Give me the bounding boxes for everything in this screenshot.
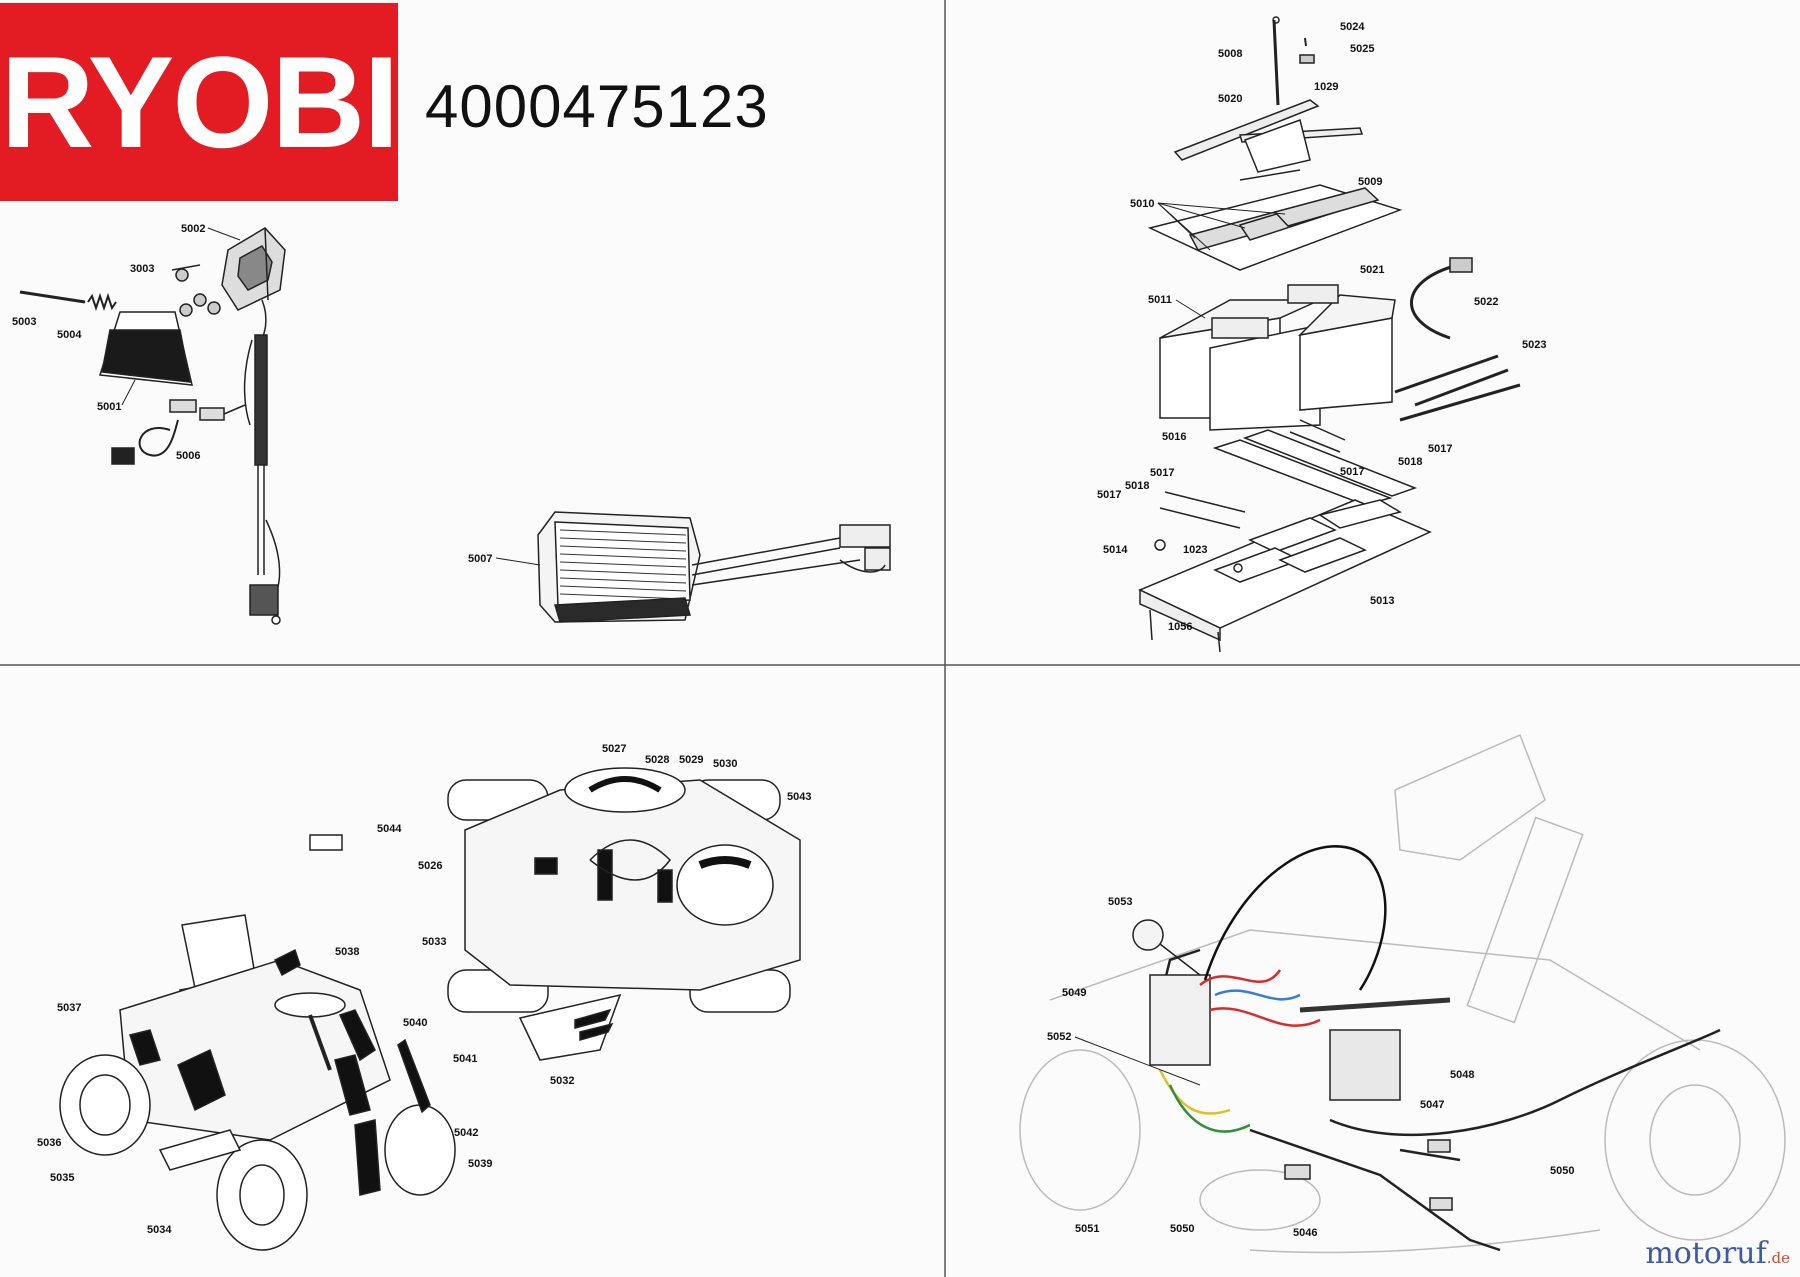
label-5038: 5038 [335,946,359,958]
label-5026: 5026 [418,860,442,872]
wiring-harness [1132,845,1721,1252]
label-5004: 5004 [57,329,82,341]
label-5050b: 5050 [1170,1223,1194,1235]
label-5021: 5021 [1360,264,1384,276]
decal-5044 [309,834,343,851]
label-5014: 5014 [1103,544,1128,556]
label-3003: 3003 [130,263,154,275]
label-5017a: 5017 [1428,443,1452,455]
panel-top-right [1138,16,1521,653]
ryobi-logo: RYOBI [0,3,400,201]
label-5028: 5028 [645,754,669,766]
handle-tube [243,334,281,625]
label-5037: 5037 [57,1002,81,1014]
label-5051: 5051 [1075,1223,1099,1235]
label-5022: 5022 [1474,296,1498,308]
label-5007: 5007 [468,553,492,565]
label-5017d: 5017 [1097,489,1121,501]
battery-charger-5007 [537,511,891,623]
label-5034: 5034 [147,1224,172,1236]
labels-top-right: 5024 5008 5025 1029 5020 5009 5010 5021 … [1097,21,1546,633]
label-5047: 5047 [1420,1099,1444,1111]
panel-bottom-left [59,767,801,1251]
label-1029: 1029 [1314,81,1338,93]
label-5006: 5006 [176,450,200,462]
battery-top-covers [1147,184,1403,271]
label-5044: 5044 [377,823,402,835]
label-5017c: 5017 [1150,467,1174,479]
battery-blocks [1159,284,1396,431]
label-1056: 1056 [1168,621,1192,633]
label-5025: 5025 [1350,43,1374,55]
label-5023: 5023 [1522,339,1546,351]
label-5013: 5013 [1370,595,1394,607]
label-5041: 5041 [453,1053,477,1065]
label-5011: 5011 [1148,294,1172,306]
labels-bottom-left: 5027 5028 5029 5030 5043 5044 5026 5033 … [37,743,811,1236]
label-5032: 5032 [550,1075,574,1087]
switch-housing [221,227,286,346]
watermark: motoruf.de [1645,1236,1790,1271]
screws-3003 [171,264,221,317]
label-5017b: 5017 [1340,466,1364,478]
labels-bottom-right: 5053 5049 5052 5048 5047 5050 5051 5050 … [1047,896,1574,1239]
label-5009: 5009 [1358,176,1382,188]
label-5010: 5010 [1130,198,1154,210]
hold-down-bracket [1173,99,1364,181]
label-5016: 5016 [1162,431,1186,443]
label-5048: 5048 [1450,1069,1474,1081]
labels-top-left: 5002 3003 5003 5004 5001 5006 5007 [12,223,541,566]
label-5049: 5049 [1062,987,1086,999]
label-5033: 5033 [422,936,446,948]
wire-harness-5006 [111,399,246,465]
label-5035: 5035 [50,1172,74,1184]
label-5036: 5036 [37,1137,61,1149]
mower-top-view [447,767,801,1061]
label-5001: 5001 [97,401,121,413]
label-5018a: 5018 [1398,456,1422,468]
label-5050a: 5050 [1550,1165,1574,1177]
label-5008: 5008 [1218,48,1242,60]
label-5024: 5024 [1340,21,1365,33]
label-5039: 5039 [468,1158,492,1170]
mounting-strips [1159,419,1418,529]
label-5030: 5030 [713,758,737,770]
label-5053: 5053 [1108,896,1132,908]
label-5020: 5020 [1218,93,1242,105]
label-5043: 5043 [787,791,811,803]
cover-5001 [99,311,193,386]
battery-cables [1394,257,1521,422]
label-5003: 5003 [12,316,36,328]
watermark-suffix: .de [1766,1249,1790,1267]
mower-side-view [59,914,456,1251]
battery-tray [1138,499,1432,653]
label-5046: 5046 [1293,1227,1317,1239]
panel-top-left [19,227,891,625]
brand-wordmark: RYOBI [0,29,400,175]
label-5052: 5052 [1047,1031,1071,1043]
label-1023: 1023 [1183,544,1207,556]
label-5027: 5027 [602,743,626,755]
label-5018b: 5018 [1125,480,1149,492]
label-5029: 5029 [679,754,703,766]
watermark-text: motoruf [1645,1236,1767,1271]
label-5042: 5042 [454,1127,478,1139]
rod-and-spring [19,290,117,312]
label-5040: 5040 [403,1017,427,1029]
panel-bottom-right [1019,733,1786,1254]
label-5002: 5002 [181,223,205,235]
model-number: 4000475123 [425,73,769,140]
